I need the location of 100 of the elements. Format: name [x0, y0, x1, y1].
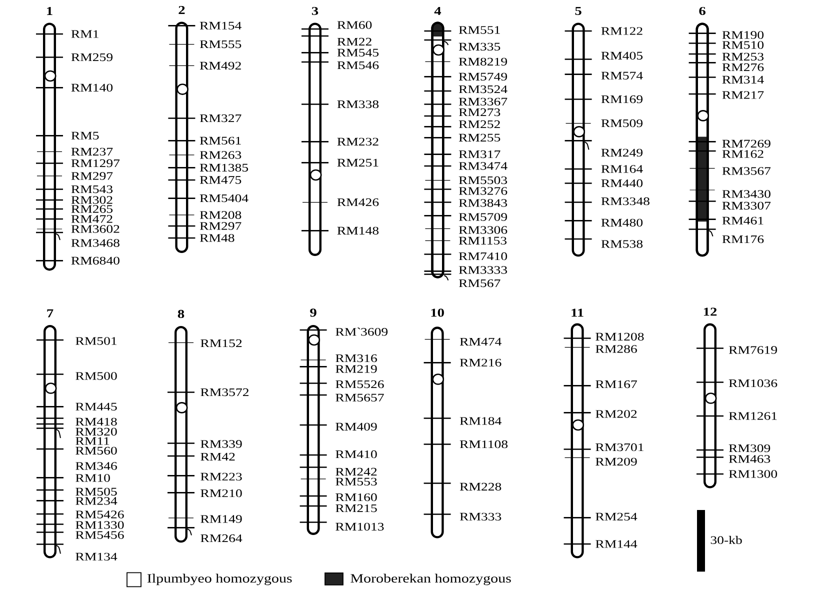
marker-label: RM333 — [460, 512, 502, 521]
marker-label: RM154 — [200, 22, 242, 30]
marker-label: RM10 — [76, 474, 110, 482]
marker-label: RM252 — [458, 120, 500, 128]
legend-label: Ilpumbyeo homozygous — [147, 574, 292, 586]
marker-label: RM346 — [76, 462, 117, 470]
marker-label: RM232 — [337, 138, 378, 146]
marker-label: RM263 — [200, 151, 242, 159]
chromosome-number: 7 — [47, 309, 54, 318]
marker-label: RM176 — [722, 235, 764, 244]
marker-label: RM237 — [71, 148, 113, 156]
marker-label: RM1261 — [728, 412, 777, 420]
marker-label: RM1013 — [336, 522, 384, 531]
marker-label: RM259 — [71, 53, 113, 62]
marker-label: RM475 — [200, 176, 242, 184]
marker-label: RM190 — [722, 31, 764, 39]
marker-label: RM302 — [71, 196, 112, 204]
marker-label: RM286 — [596, 345, 637, 353]
marker-label: RM42 — [200, 452, 235, 460]
marker-label: RM184 — [460, 417, 502, 425]
marker-label: RM140 — [71, 84, 113, 92]
marker-label: RM216 — [460, 358, 502, 367]
marker-label: RM209 — [596, 458, 637, 466]
chromosome-number: 9 — [310, 308, 316, 317]
marker-label: RM148 — [337, 226, 379, 235]
marker-label: RM122 — [601, 27, 642, 35]
marker-label: RM8219 — [458, 58, 507, 66]
marker-label: RM3307 — [722, 202, 771, 210]
marker-label: RM22 — [337, 38, 372, 46]
marker-label: RM255 — [458, 134, 500, 142]
legend-label: Moroberekan homozygous — [350, 574, 511, 586]
marker-label: RM276 — [722, 63, 764, 72]
marker-label: RM418 — [76, 418, 117, 426]
marker-label: RM228 — [460, 482, 502, 491]
marker-label: RM3567 — [722, 167, 771, 175]
marker-label: RM3701 — [596, 443, 644, 452]
marker-label: RM5749 — [458, 72, 507, 81]
marker-label: RM480 — [601, 218, 643, 227]
marker-label: RM440 — [601, 179, 643, 188]
marker-label: RM574 — [601, 72, 643, 80]
marker-label: RM7269 — [722, 140, 770, 148]
marker-label: RM264 — [200, 534, 242, 542]
marker-label: RM3333 — [458, 266, 508, 274]
marker-label: RM251 — [337, 158, 378, 167]
marker-label: RM273 — [458, 108, 500, 116]
marker-label: RM445 — [76, 402, 117, 411]
marker-label: RM1153 — [458, 236, 507, 245]
marker-label: RM223 — [200, 472, 242, 481]
marker-label: RM327 — [200, 114, 242, 122]
marker-label: RM472 — [71, 215, 112, 223]
marker-label: RM3524 — [458, 85, 508, 94]
marker-label: RM210 — [200, 489, 242, 498]
marker-label: RM553 — [336, 478, 377, 486]
marker-label: RM5 — [71, 132, 99, 140]
marker-label: RM309 — [728, 444, 770, 452]
chromosome-number: 12 — [704, 308, 717, 316]
scale-label: 30-kb — [710, 536, 742, 544]
marker-label: RM265 — [71, 205, 113, 213]
chromosome-number: 11 — [572, 308, 584, 317]
marker-label: RM1 — [71, 30, 98, 38]
marker-label: RM1297 — [71, 159, 120, 168]
marker-label: RM149 — [200, 515, 242, 523]
marker-label: RM3348 — [601, 197, 650, 206]
marker-label: RM253 — [722, 52, 764, 61]
marker-label: RM5657 — [336, 394, 384, 402]
marker-label: RM317 — [458, 150, 500, 158]
marker-label: RM164 — [601, 165, 643, 173]
marker-label: RM152 — [200, 339, 242, 348]
marker-label: RM492 — [200, 62, 241, 70]
marker-label: RM1385 — [200, 164, 248, 172]
marker-label: RM`3609 — [336, 328, 388, 336]
marker-label: RM162 — [722, 150, 764, 158]
chromosome-number: 10 — [431, 308, 444, 317]
chromosome-number: 4 — [434, 7, 442, 15]
marker-label: RM3276 — [458, 187, 508, 195]
marker-label: RM3430 — [722, 190, 770, 198]
marker-label: RM215 — [336, 504, 377, 512]
marker-label: RM5503 — [458, 176, 508, 184]
marker-label: RM316 — [336, 354, 377, 362]
marker-label: RM335 — [458, 42, 500, 51]
marker-label: RM167 — [596, 380, 637, 388]
marker-label: RM560 — [76, 446, 117, 455]
marker-label: RM48 — [200, 234, 234, 242]
marker-label: RM5709 — [458, 213, 507, 221]
marker-label: RM242 — [336, 468, 377, 476]
marker-label: RM3474 — [458, 162, 508, 170]
marker-label: RM426 — [337, 198, 379, 206]
marker-label: RM500 — [76, 372, 117, 380]
marker-label: RM543 — [71, 185, 113, 194]
marker-label: RM134 — [76, 552, 118, 561]
marker-label: RM144 — [596, 540, 638, 548]
marker-label: RM1300 — [728, 470, 778, 478]
marker-label: RM160 — [336, 493, 377, 502]
marker-label: RM314 — [722, 76, 764, 84]
marker-label: RM3468 — [71, 239, 120, 247]
marker-label: RM7410 — [458, 252, 508, 260]
marker-label: RM3572 — [200, 388, 248, 396]
marker-label: RM169 — [601, 95, 642, 104]
marker-label: RM551 — [458, 26, 500, 34]
chromosome-number: 2 — [178, 6, 185, 14]
